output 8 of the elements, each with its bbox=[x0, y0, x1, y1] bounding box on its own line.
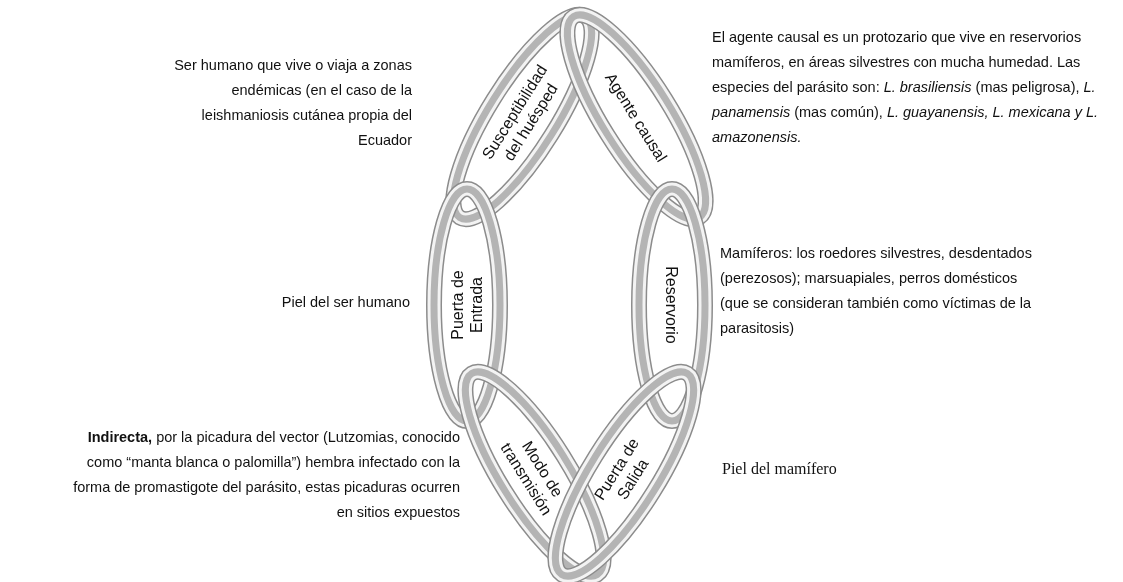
description-text: El agente causal es un protozario que vive en reservorios mamíferos, en áreas silvestres con mucha humedad. Las especies del parásito son: L. brasiliensis (mas peligrosa), L. panamensis (mas común), L. guayanensis, L. mexicana y L. amazonensis. bbox=[712, 28, 1100, 147]
description-text: Piel del ser humano bbox=[280, 293, 410, 312]
description-text: Ser humano que vive o viaja a zonas endémicas (en el caso de la leishmaniosis cutánea propia del Ecuador bbox=[173, 56, 412, 150]
description-text: Indirecta, por la picadura del vector (Lutzomias, conocido como “manta blanca o palomilla”) hembra infectado con la forma de promastigote del parásito, estas picaduras ocurren en sitios expuestos bbox=[72, 428, 460, 522]
description-text: Piel del mamífero bbox=[722, 459, 838, 479]
link-label: Puerta de Entrada bbox=[448, 269, 486, 342]
description-text: Mamíferos: los roedores silvestres, desdentados (perezosos); marsuapiales, perros domésticos (que se consideran también como víctimas de la parasitosis) bbox=[720, 244, 1033, 338]
link-label: Reservorio bbox=[662, 266, 682, 344]
